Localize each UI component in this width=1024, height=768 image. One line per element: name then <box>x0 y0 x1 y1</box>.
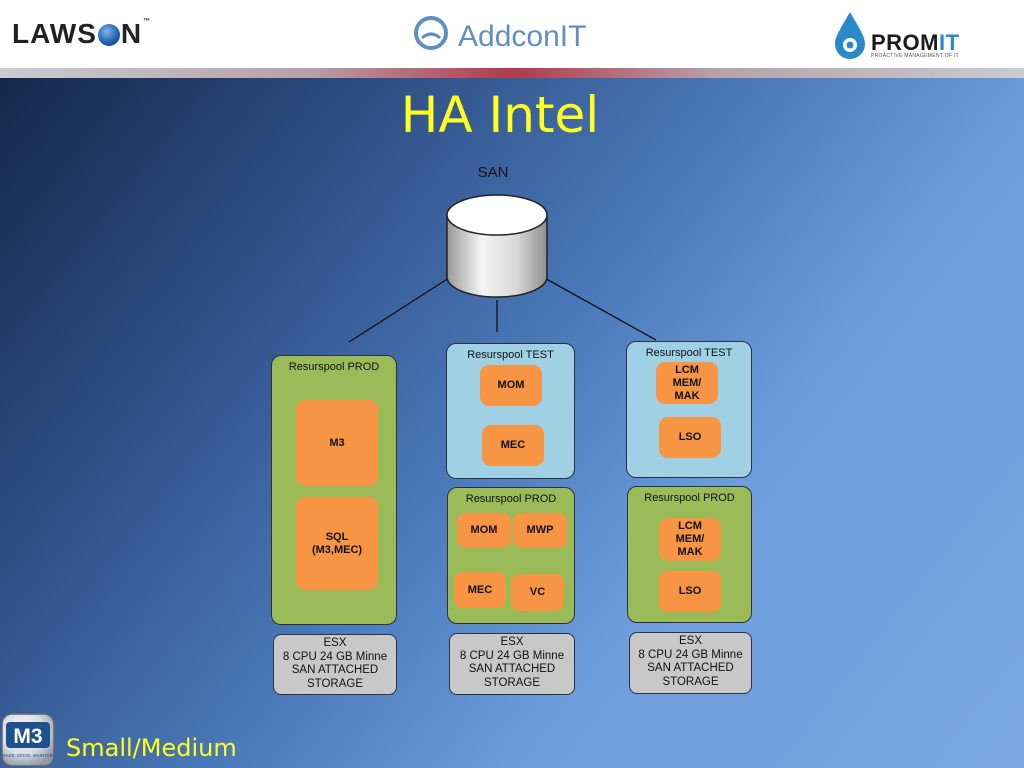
vm-mec: MEC <box>454 572 506 608</box>
esx-spec: 8 CPU 24 GB Minne <box>282 650 388 663</box>
pool-label: Resurspool PROD <box>644 492 735 504</box>
esx-storage-line2: STORAGE <box>483 676 541 689</box>
vm-vc: VC <box>511 574 564 611</box>
esx-storage-line2: STORAGE <box>306 677 364 690</box>
promit-logo-text: PROMIT <box>871 30 960 55</box>
esx-title: ESX <box>678 635 702 647</box>
pool-label: Resurspool TEST <box>467 349 554 361</box>
san-storage-icon <box>446 194 548 298</box>
esx-host-col3: ESX 8 CPU 24 GB Minne SAN ATTACHED STORA… <box>629 632 752 694</box>
vm-mec: MEC <box>482 425 544 466</box>
pool-label: Resurspool TEST <box>645 347 733 359</box>
m3-badge-text: M3 <box>13 725 42 748</box>
resurspool-test-col2: Resurspool TEST MOM MEC <box>446 343 575 479</box>
addcon-swirl-icon <box>414 16 448 50</box>
m3-badge-subtext: MAKE. MOVE. MAINTAIN <box>2 753 54 758</box>
vm-mwp: MWP <box>513 513 567 548</box>
vm-sql: SQL (M3,MEC) <box>296 497 378 590</box>
esx-title: ESX <box>500 636 524 648</box>
connector-line-right <box>540 275 657 341</box>
vm-lso: LSO <box>659 571 721 612</box>
slide-subtitle: Small/Medium <box>66 734 237 762</box>
esx-storage-line2: STORAGE <box>662 675 719 688</box>
resurspool-prod-col1: Resurspool PROD M3 SQL (M3,MEC) <box>271 355 397 625</box>
m3-badge-icon: M3 MAKE. MOVE. MAINTAIN <box>1 713 55 767</box>
esx-storage-line1: SAN ATTACHED <box>647 662 734 674</box>
promit-drop-icon <box>835 12 865 59</box>
vm-mom: MOM <box>480 365 542 406</box>
resurspool-prod-col2: Resurspool PROD MOM MWP MEC VC <box>447 487 575 624</box>
vm-lso: LSO <box>659 417 721 458</box>
vm-m3: M3 <box>296 400 378 486</box>
promit-tagline: PROACTIVE MANAGEMENT OF IT <box>871 53 959 59</box>
promit-logo: PROMIT PROACTIVE MANAGEMENT OF IT <box>833 10 983 62</box>
esx-host-col2: ESX 8 CPU 24 GB Minne SAN ATTACHED STORA… <box>449 633 575 695</box>
header-divider <box>0 68 1024 78</box>
vm-lcm-mem-mak: LCM MEM/ MAK <box>656 362 718 404</box>
esx-storage-line1: SAN ATTACHED <box>468 663 556 675</box>
connector-line-left <box>348 275 453 343</box>
vm-mom: MOM <box>457 513 511 548</box>
connector-lines <box>348 275 657 343</box>
esx-spec: 8 CPU 24 GB Minne <box>459 649 565 662</box>
san-label: SAN <box>477 164 509 181</box>
esx-spec: 8 CPU 24 GB Minne <box>638 648 743 661</box>
resurspool-test-col3: Resurspool TEST LCM MEM/ MAK LSO <box>626 341 752 478</box>
slide-title: HA Intel <box>400 86 600 144</box>
resurspool-prod-col3: Resurspool PROD LCM MEM/ MAK LSO <box>627 486 752 623</box>
pool-label: Resurspool PROD <box>288 361 380 373</box>
esx-title: ESX <box>323 637 347 649</box>
vm-lcm-mem-mak: LCM MEM/ MAK <box>659 518 721 561</box>
globe-icon <box>97 24 120 46</box>
addcon-logo-text: AddconIT <box>458 20 587 53</box>
esx-host-col1: ESX 8 CPU 24 GB Minne SAN ATTACHED STORA… <box>273 634 397 695</box>
esx-storage-line1: SAN ATTACHED <box>291 664 379 676</box>
pool-label: Resurspool PROD <box>465 493 557 505</box>
